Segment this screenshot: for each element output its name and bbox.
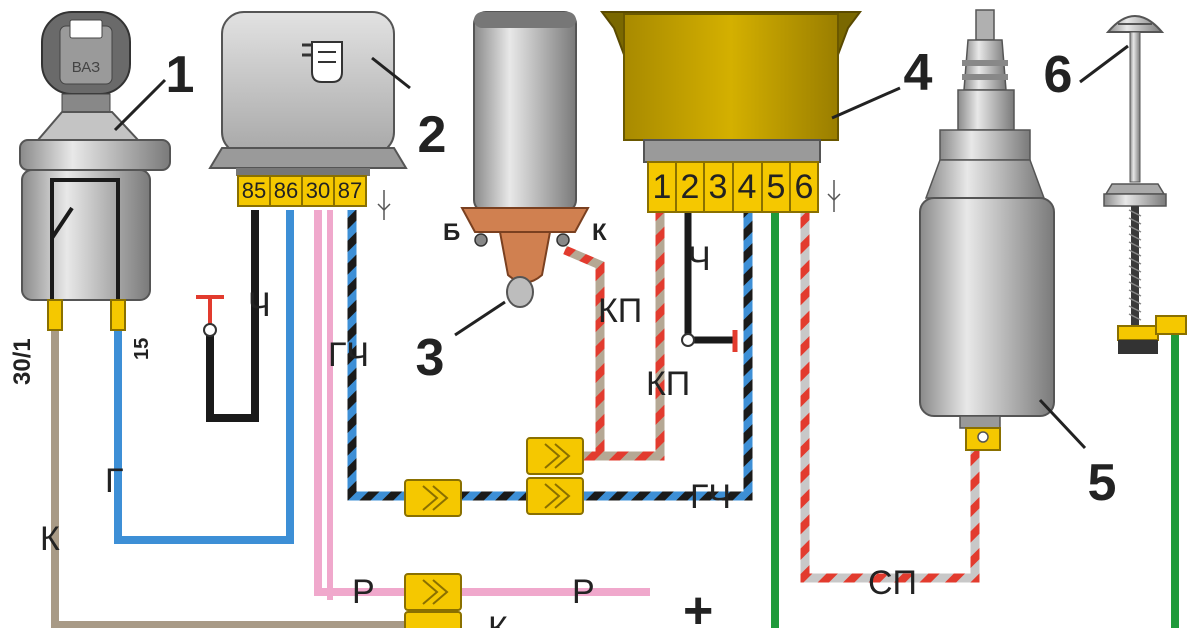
connector-k (404, 611, 462, 628)
connectors (404, 437, 584, 628)
relay-pin-85: 85 (242, 178, 266, 203)
relay-fuse-mark (377, 190, 391, 220)
wire-sp (800, 210, 980, 583)
wire-label-sp: СП (868, 564, 917, 602)
control-block: 1 2 3 4 5 6 4 (600, 11, 933, 213)
wire-label-kp-bottom: КП (646, 365, 690, 403)
wire-kp-coil (563, 245, 605, 461)
relay-pin-strip: 85 86 30 87 (237, 175, 367, 207)
switch-body (21, 169, 151, 301)
relay: 85 86 30 87 2 Ч ГЧ Р К (208, 11, 508, 628)
ignition-coil: Б К 3 КП КП Ч ГЧ Р + (416, 11, 731, 628)
block-fuse-mark (827, 180, 841, 212)
connector-gch (404, 479, 462, 517)
ignition-switch: ВАЗ 1 30/1 15 Г К (9, 11, 195, 558)
block-pin-strip: 1 2 3 4 5 6 (647, 161, 819, 213)
wire-g-blue (114, 210, 294, 544)
key-brand-label: ВАЗ (72, 59, 100, 76)
wire-label-gch-right: ГЧ (690, 478, 731, 516)
wire-r-pink (314, 210, 410, 596)
switch-pin-label-30-1: 30/1 (9, 338, 36, 385)
ground-point-block (681, 333, 695, 347)
relay-pin-86: 86 (274, 178, 298, 203)
solenoid-valve: 5 СП (868, 9, 1117, 602)
wire-label-ch-relay: Ч (248, 286, 271, 324)
screw-thread (1128, 206, 1142, 326)
block-pin-3: 3 (709, 168, 728, 206)
wire-k-brown (51, 330, 410, 628)
switch-pin-label-15: 15 (131, 338, 153, 360)
relay-icon (302, 41, 343, 83)
wire-label-r-right: Р (572, 573, 595, 611)
wire-label-ch-block: Ч (688, 240, 711, 278)
item-number-1: 1 (166, 46, 195, 104)
wire-label-k-left: К (40, 520, 60, 558)
item-number-5: 5 (1088, 454, 1117, 512)
relay-body (221, 11, 395, 155)
plus-terminal-label: + (683, 582, 713, 628)
ground-symbol-relay (196, 295, 224, 337)
relay-pin-30: 30 (306, 178, 330, 203)
coil-terminal-b: Б (443, 219, 460, 246)
wire-label-k-bottom: К (488, 610, 508, 628)
wire-ch-black-relay (206, 210, 259, 422)
screw-terminal (1155, 315, 1187, 335)
block-pin-4: 4 (738, 168, 757, 206)
item-number-6: 6 (1044, 46, 1073, 104)
switch-terminal-30-1 (47, 299, 63, 331)
connector-kp-bottom (526, 477, 584, 515)
wires (51, 210, 1179, 628)
connector-kp-top (526, 437, 584, 475)
connector-r (404, 573, 462, 611)
coil-body (473, 11, 577, 213)
relay-pin-87: 87 (338, 178, 362, 203)
block-body (623, 13, 839, 141)
block-pin-6: 6 (795, 168, 814, 206)
wire-gch-left (347, 210, 410, 501)
wire-gch-right (584, 210, 753, 501)
coil-cap (460, 207, 590, 233)
wire-label-gch-left: ГЧ (328, 336, 369, 374)
wire-label-kp-top: КП (598, 292, 642, 330)
item-number-4: 4 (904, 44, 933, 102)
solenoid-body (919, 197, 1055, 417)
block-pin-1: 1 (653, 168, 672, 206)
coil-terminal-k: К (592, 219, 607, 246)
block-pin-5: 5 (767, 168, 786, 206)
wire-kp-block (584, 210, 665, 461)
wire-label-g: Г (105, 462, 123, 500)
block-pin-2: 2 (681, 168, 700, 206)
sensor-screw: 6 (1044, 15, 1187, 354)
item-number-3: 3 (416, 329, 445, 387)
wire-label-r-left: Р (352, 573, 375, 611)
item-number-2: 2 (418, 106, 447, 164)
switch-terminal-15 (110, 299, 126, 331)
